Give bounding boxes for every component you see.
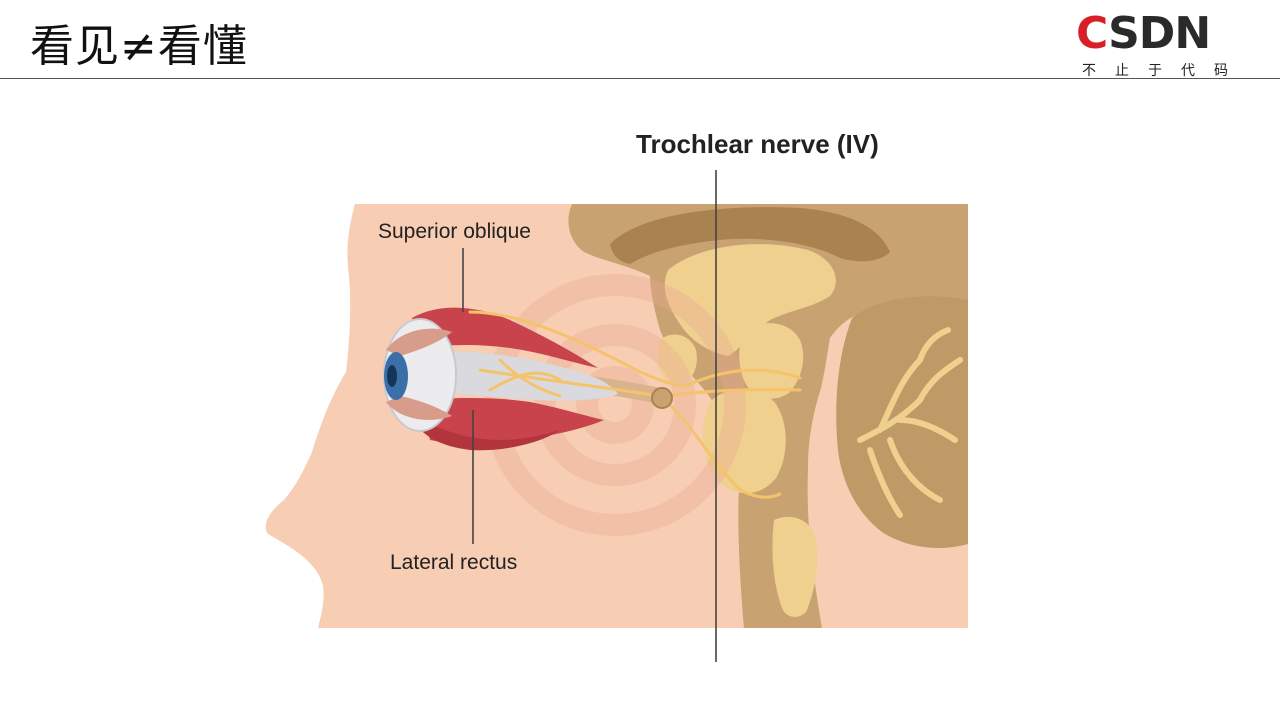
ganglion (652, 388, 672, 408)
pupil (387, 365, 397, 387)
label-superior-oblique: Superior oblique (378, 220, 531, 243)
label-lateral-rectus: Lateral rectus (390, 551, 517, 574)
label-trochlear-nerve: Trochlear nerve (IV) (636, 129, 879, 159)
